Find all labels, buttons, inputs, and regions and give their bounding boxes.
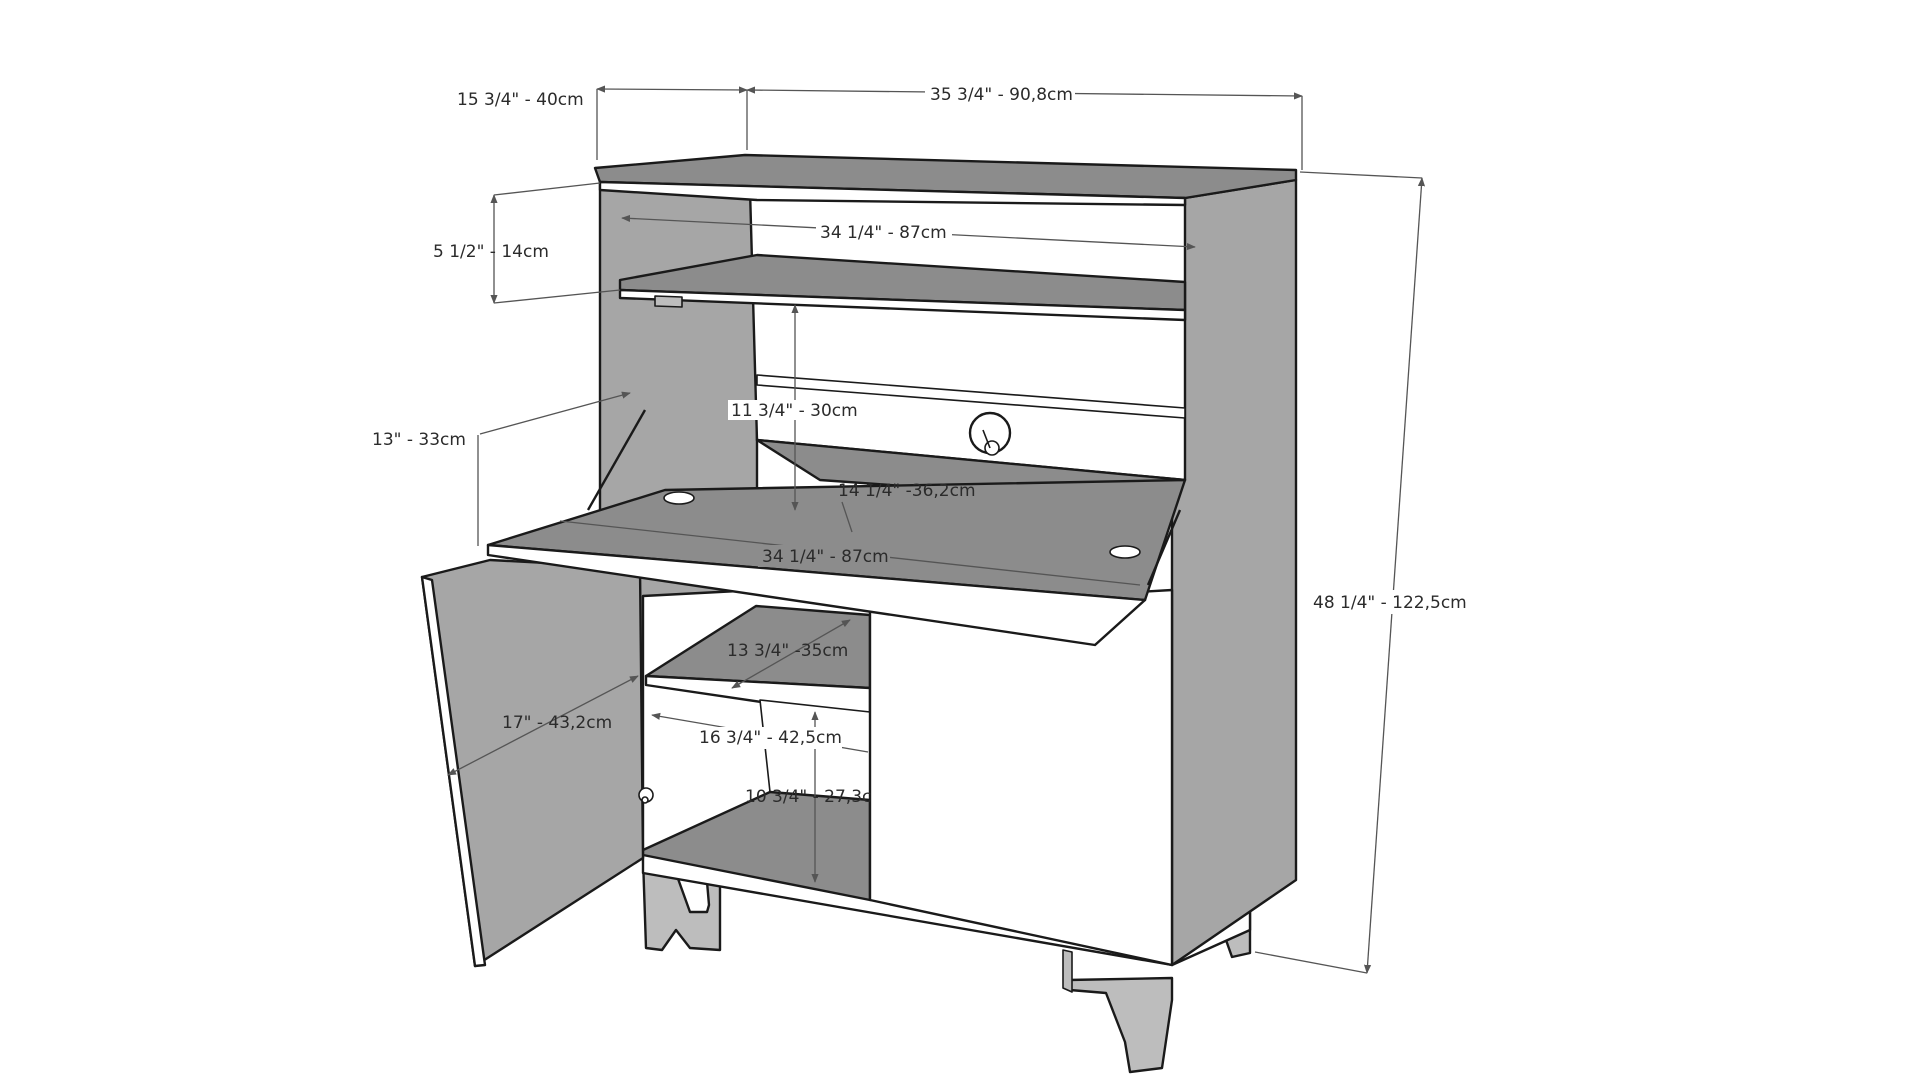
label-support-arm: 13" - 33cm [372,430,466,450]
label-middle-opening-height: 11 3/4" - 30cm [731,401,858,421]
label-desk-depth: 14 1/4" -36,2cm [838,481,976,501]
label-desk-width: 34 1/4" - 87cm [762,547,889,567]
desk-support-arm-right [1146,509,1182,586]
label-total-height: 48 1/4" - 122,5cm [1313,593,1467,613]
right-side-panel [1170,178,1298,967]
label-top-shelf-height: 5 1/2" - 14cm [433,242,549,262]
top-shelf [618,253,1187,312]
label-lower-compartment-height: 10 3/4" - 27,3c [745,787,871,807]
leg-front-center [1062,949,1073,993]
back-panel [748,188,1187,482]
shelf-bracket-icon [654,295,683,308]
label-door-width: 17" - 43,2cm [502,713,612,733]
cabinet-body [420,153,1298,1074]
desk-grommet-right [1109,545,1141,559]
label-lower-compartment-width: 16 3/4" - 42,5cm [699,728,842,748]
right-door [868,588,1174,967]
circle-hole-icon [968,411,1012,456]
desk-support-arm-left [586,409,647,511]
label-inner-width-top: 34 1/4" - 87cm [820,223,947,243]
desk-front-edge [486,543,1147,647]
label-depth: 15 3/4" - 40cm [457,90,584,110]
label-shelf-depth: 13 3/4" -35cm [727,641,848,661]
dimension-labels: 35 3/4" - 90,8cm 15 3/4" - 40cm 34 1/4" … [372,84,1467,807]
leg-front-right [1066,976,1174,1074]
back-rail [756,374,1186,419]
top-shelf-front-edge [618,288,1187,322]
label-width: 35 3/4" - 90,8cm [930,85,1073,105]
top-board-front-edge [598,180,1187,207]
desk-grommet-left [663,491,695,505]
hinge-icon [638,787,654,804]
